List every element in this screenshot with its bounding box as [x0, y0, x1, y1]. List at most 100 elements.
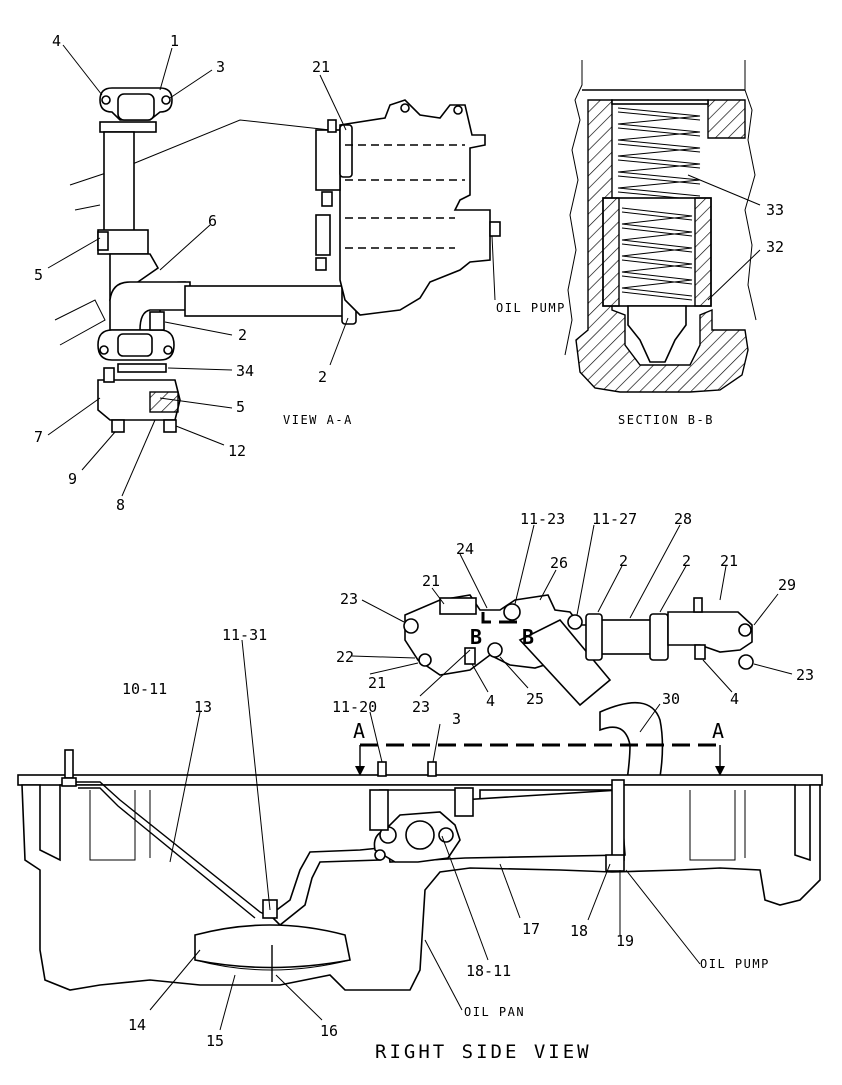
- callout: 7: [34, 428, 43, 446]
- right-side-leaders: [149, 524, 793, 1031]
- oil-pan-label: OIL PAN: [464, 1005, 525, 1019]
- lower-flange-opening: [117, 333, 153, 357]
- block-section-hatch: [149, 391, 179, 413]
- callout: 2: [619, 552, 628, 570]
- small-bolt: [149, 311, 165, 331]
- pump-ear-hole: [453, 105, 463, 115]
- pump-bolt-25: [487, 642, 503, 658]
- horizontal-tube: [184, 285, 346, 317]
- bolt-10-11-head: [61, 777, 77, 787]
- arrow-head: [355, 766, 365, 776]
- callout: 23: [796, 666, 814, 684]
- callout: 19: [616, 932, 634, 950]
- pump-bolt-21: [418, 653, 432, 667]
- clamp-bolt: [97, 231, 109, 251]
- callout: 21: [312, 58, 330, 76]
- housing-outline: [69, 119, 331, 186]
- oil-pump-label: OIL PUMP: [700, 957, 770, 971]
- view-aa-caption: VIEW A-A: [283, 413, 353, 427]
- angled-tube: [518, 619, 612, 707]
- callout: 24: [456, 540, 474, 558]
- callout: 26: [550, 554, 568, 572]
- gasket-34: [117, 363, 167, 373]
- end-bolt: [738, 623, 752, 637]
- section-wall-hatch: [575, 99, 749, 393]
- bracket: [369, 789, 389, 831]
- bolt-9: [111, 419, 125, 433]
- flange-bolt-hole: [161, 95, 171, 105]
- callout: 2: [318, 368, 327, 386]
- callout: 2: [682, 552, 691, 570]
- pump-port: [315, 129, 341, 191]
- callout: 10-11: [122, 680, 167, 698]
- housing-outline-lower: [74, 204, 101, 211]
- callout: 17: [522, 920, 540, 938]
- callout: 21: [720, 552, 738, 570]
- section-marker-b: B: [470, 625, 482, 649]
- section-top-block-hatch: [707, 99, 746, 139]
- callout: 3: [452, 710, 461, 728]
- right-side-view-title: RIGHT SIDE VIEW: [375, 1041, 592, 1063]
- pump-flange: [315, 214, 331, 256]
- pump-stud: [489, 221, 501, 237]
- pump-bolt: [315, 257, 327, 271]
- flange-bolt-hole: [101, 95, 111, 105]
- callout: 11-23: [520, 510, 565, 528]
- suction-bell-rim: [194, 959, 351, 971]
- callout: 21: [422, 572, 440, 590]
- spring-33-leader: [687, 174, 761, 206]
- tube-end-block-29: [667, 611, 753, 653]
- callout: 14: [128, 1016, 146, 1034]
- pump-bolt-11-23: [503, 603, 521, 621]
- lower-flange-bolt: [163, 345, 173, 355]
- callout: 32: [766, 238, 784, 256]
- callout: 1: [170, 32, 179, 50]
- bolt-10-11: [64, 749, 74, 779]
- section-marker-a: A: [712, 719, 724, 743]
- end-bolt-23: [738, 654, 754, 670]
- pump-bolt: [321, 191, 333, 207]
- callout: 33: [766, 201, 784, 219]
- end-stud-21: [693, 597, 703, 613]
- callout: 29: [778, 576, 796, 594]
- flange-bolt: [438, 827, 454, 843]
- tube-seal-2: [585, 613, 603, 661]
- stud-3: [427, 761, 437, 777]
- flange-port: [405, 820, 435, 850]
- callout: 28: [674, 510, 692, 528]
- flange-bolt: [374, 849, 386, 861]
- pump-stud-18: [611, 779, 625, 861]
- spring-32: [621, 207, 693, 301]
- callout: 4: [486, 692, 495, 710]
- callout: 11-27: [592, 510, 637, 528]
- plunger-wall-left: [602, 197, 620, 307]
- callout: 5: [34, 266, 43, 284]
- right-side-view: B B A A: [17, 510, 823, 1063]
- pump-ear-hole: [400, 103, 410, 113]
- pump-hidden-lines: [345, 144, 465, 249]
- oil-pump-label: OIL PUMP: [496, 301, 566, 315]
- bolt-12: [163, 419, 177, 433]
- spring-33: [617, 107, 701, 201]
- tube-fitting: [454, 787, 474, 817]
- housing-outline-left: [54, 299, 106, 346]
- pump-bolt-11-27: [567, 614, 583, 630]
- section-bb: 33 32 SECTION B-B: [564, 60, 784, 427]
- vertical-tube: [103, 131, 135, 233]
- section-bb-caption: SECTION B-B: [618, 413, 714, 427]
- section-marker-a: A: [353, 719, 365, 743]
- dipstick-13-b: [78, 787, 256, 919]
- section-break-right: [744, 60, 757, 321]
- callout: 4: [52, 32, 61, 50]
- callout: 16: [320, 1022, 338, 1040]
- elbow-bend: [109, 281, 191, 331]
- callout: 13: [194, 698, 212, 716]
- callout: 5: [236, 398, 245, 416]
- plunger-tip: [627, 305, 687, 363]
- pump-seal-21: [339, 124, 353, 178]
- oil-pan-flange: [17, 774, 823, 786]
- callout: 23: [412, 698, 430, 716]
- end-stud-4: [694, 644, 706, 660]
- view-aa-leaders: [47, 44, 496, 497]
- section-break-left: [564, 60, 583, 356]
